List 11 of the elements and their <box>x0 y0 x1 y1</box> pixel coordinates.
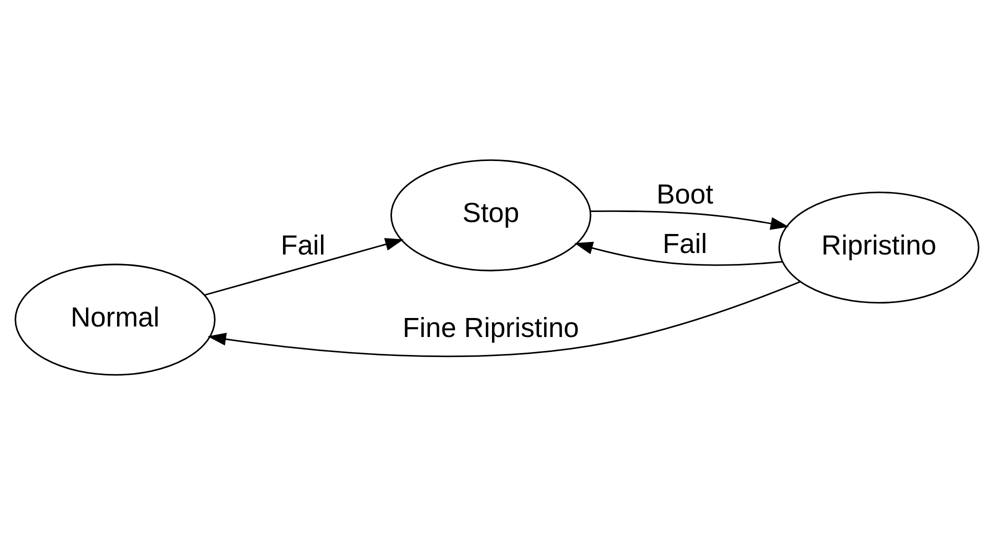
node-ellipse: Normal <box>14 264 216 376</box>
edge-label: Fail <box>662 228 708 259</box>
arrow <box>574 242 783 266</box>
edge-label: Fine Ripristino <box>402 312 580 344</box>
edge-label: Boot <box>656 178 714 210</box>
arrow <box>590 210 789 230</box>
node-ellipse: Ripristino <box>778 192 980 304</box>
arrow <box>204 238 404 296</box>
arrow <box>208 281 800 358</box>
node-ellipse: Stop <box>390 159 592 272</box>
edge-label: Fail <box>280 229 326 260</box>
